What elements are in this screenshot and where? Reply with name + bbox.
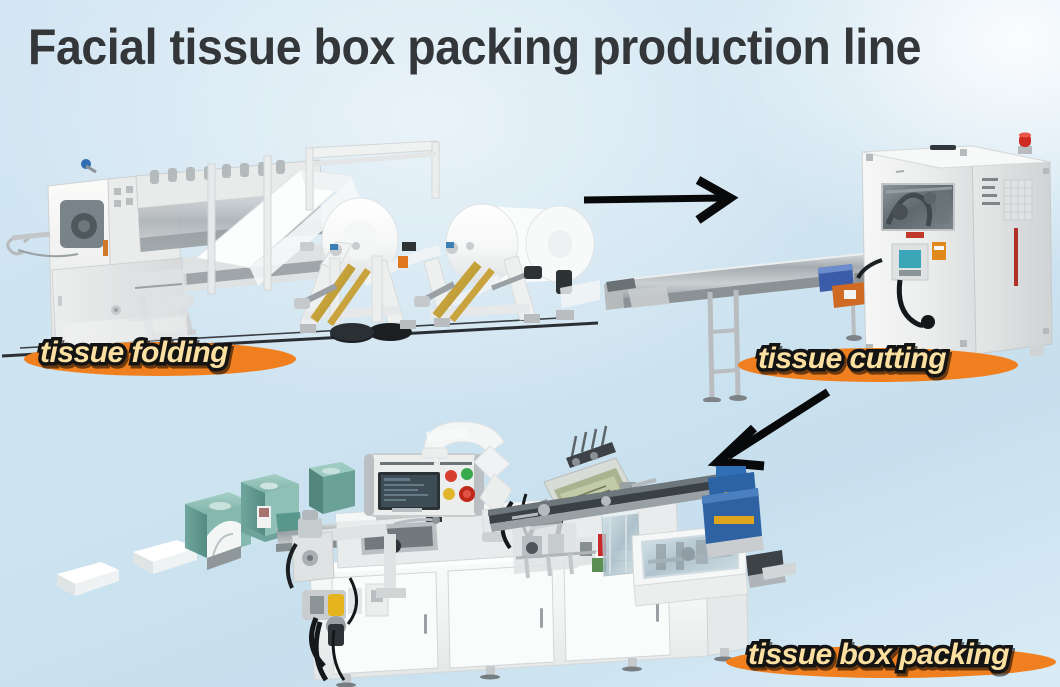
callout-tissue-box-packing: tissue box packing: [716, 628, 1060, 687]
tissue-folding-machine: [0, 138, 600, 363]
callout-label-packing: tissue box packing: [744, 635, 1013, 675]
tissue-box-open-2: [241, 474, 299, 542]
tissue-box-finished: [309, 462, 355, 514]
tissue-folding-machine-graphic: [1, 140, 600, 358]
tissue-box-packing-machine: [276, 418, 796, 687]
arrow-cutting-to-packing: [706, 388, 836, 474]
product-sequence: [55, 462, 355, 602]
tissue-cutting-machine: [600, 132, 1060, 403]
callout-blob-packing: [726, 646, 1056, 678]
safety-guard: [601, 510, 641, 577]
tissue-stack-flat-2: [133, 540, 197, 574]
callout-blob-folding: [24, 342, 296, 376]
callout-blob-cutting: [738, 348, 1018, 382]
callout-tissue-cutting: tissue cutting: [728, 328, 1038, 392]
callout-label-cutting: tissue cutting: [754, 339, 950, 379]
outfeed-conveyor: [488, 466, 756, 532]
callout-tissue-folding: tissue folding: [12, 322, 312, 386]
tissue-box-open-1: [185, 492, 251, 570]
tissue-stack-flat-1: [57, 562, 119, 596]
tissue-box-packing-machine-graphic: [276, 421, 796, 687]
tissue-cutting-machine-graphic: [604, 132, 1053, 403]
page-title: Facial tissue box packing production lin…: [28, 19, 922, 75]
callout-label-folding: tissue folding: [37, 333, 233, 373]
hmi-control-panel: [364, 453, 484, 598]
arrow-folding-to-cutting: [580, 176, 750, 224]
